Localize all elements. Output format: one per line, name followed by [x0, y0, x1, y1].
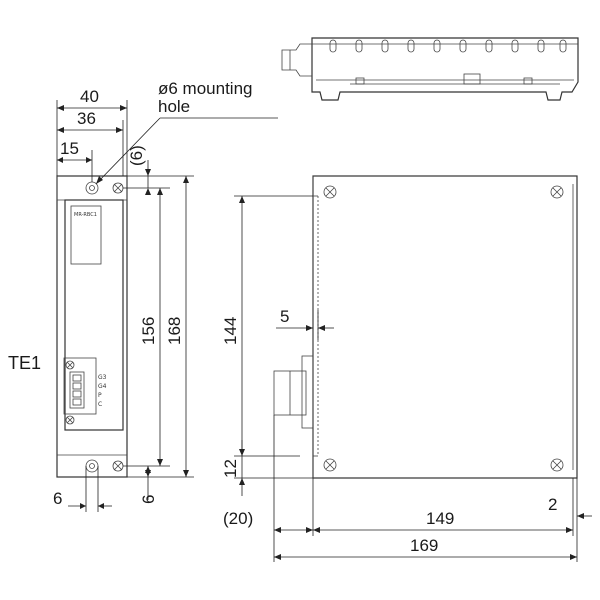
terminal-label-g3: G3	[98, 374, 107, 381]
dim-2: 2	[548, 495, 557, 514]
dim-36: 36	[77, 109, 96, 128]
cooling-slots	[329, 39, 567, 53]
dim-12: 12	[221, 459, 240, 478]
terminal-label-g4: G4	[98, 383, 107, 390]
dim-149: 149	[426, 509, 454, 528]
dim-156: 156	[139, 317, 158, 345]
dim-20: (20)	[223, 509, 253, 528]
corner-screws	[323, 185, 564, 472]
dim-5: 5	[280, 307, 289, 326]
mounting-hole-label-2: hole	[158, 97, 190, 116]
terminal-label-p: P	[98, 392, 102, 399]
top-view	[281, 37, 579, 101]
dim-15: 15	[60, 139, 79, 158]
front-view-dimensions: 40 36 15 ø6 mounting hole (6) 156	[8, 79, 278, 512]
dim-bottom-width: 6	[53, 489, 62, 508]
mounting-hole-label: ø6 mounting	[158, 79, 253, 98]
te1-label: TE1	[8, 353, 41, 373]
front-view: MR-RBC1 G3 G4 P C	[56, 175, 128, 478]
side-view-dimensions: 144 12 5 (20) 149 2 169	[221, 195, 592, 562]
dim-top-offset: (6)	[127, 145, 146, 166]
terminal-protrusion	[273, 355, 314, 429]
nameplate-label: MR-RBC1	[74, 212, 97, 218]
dim-144: 144	[221, 317, 240, 345]
nameplate	[70, 205, 102, 265]
dim-40: 40	[80, 87, 99, 106]
terminal-label-c: C	[98, 401, 102, 408]
dim-169: 169	[410, 536, 438, 555]
terminal-block: G3 G4 P C	[63, 357, 107, 425]
dim-bottom-offset: 6	[139, 495, 158, 504]
dim-168: 168	[165, 317, 184, 345]
mounting-hole-bottom	[85, 459, 99, 473]
side-view	[273, 175, 578, 479]
